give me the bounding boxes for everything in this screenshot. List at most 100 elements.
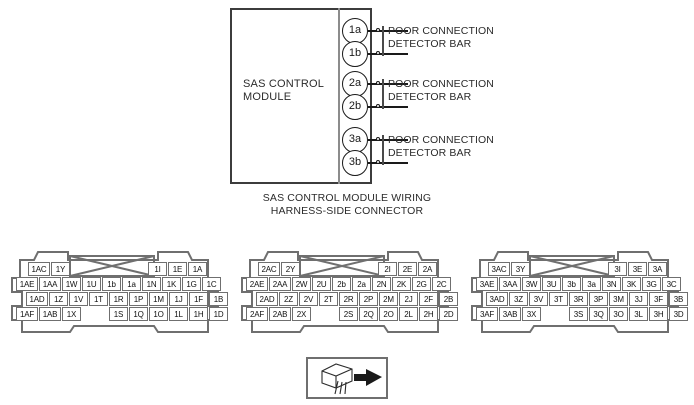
pin-cell[interactable]: 3D [669, 307, 688, 321]
pin-cell[interactable]: 3I [608, 262, 627, 276]
pin-cell[interactable]: 3AF [476, 307, 498, 321]
pin-cell[interactable]: 3R [569, 292, 588, 306]
pin-cell[interactable]: 1E [168, 262, 187, 276]
pin-cell[interactable]: 1Q [129, 307, 148, 321]
pin-cell[interactable]: 3Q [589, 307, 608, 321]
pin-cell[interactable]: 1H [189, 307, 208, 321]
pin-cell[interactable]: 3K [622, 277, 641, 291]
pin-cell[interactable]: 1S [109, 307, 128, 321]
pin-cell[interactable]: 3L [629, 307, 648, 321]
pin-cell[interactable]: 3Z [509, 292, 528, 306]
pin-cell[interactable]: 1B [209, 292, 228, 306]
pin-cell[interactable]: 1T [89, 292, 108, 306]
pin-cell[interactable]: 3a [582, 277, 601, 291]
pin-cell[interactable]: 3E [628, 262, 647, 276]
pin-cell[interactable]: 3V [529, 292, 548, 306]
pin-cell[interactable]: 1U [82, 277, 101, 291]
pin-cell[interactable]: 1C [202, 277, 221, 291]
pin-cell[interactable]: 2b [332, 277, 351, 291]
pin-cell[interactable]: 3H [649, 307, 668, 321]
pin-2b[interactable]: 2b [342, 94, 368, 120]
pin-cell[interactable]: 2I [378, 262, 397, 276]
pin-cell[interactable]: 1AD [26, 292, 48, 306]
pin-cell[interactable]: 1AB [39, 307, 61, 321]
pin-cell[interactable]: 1b [102, 277, 121, 291]
pin-cell[interactable]: 2P [359, 292, 378, 306]
pin-cell[interactable]: 1M [149, 292, 168, 306]
pin-cell[interactable]: 2F [419, 292, 438, 306]
pin-cell[interactable]: 2AB [269, 307, 291, 321]
pin-cell[interactable]: 1N [142, 277, 161, 291]
pin-cell[interactable]: 1W [62, 277, 81, 291]
pin-cell[interactable]: 2J [399, 292, 418, 306]
pin-cell[interactable]: 3F [649, 292, 668, 306]
pin-cell[interactable]: 2AA [269, 277, 291, 291]
pin-cell[interactable]: 2O [379, 307, 398, 321]
pin-cell[interactable]: 2A [418, 262, 437, 276]
pin-cell[interactable]: 3B [669, 292, 688, 306]
pin-cell[interactable]: 3X [522, 307, 541, 321]
pin-cell[interactable]: 3Y [511, 262, 530, 276]
pin-cell[interactable]: 2C [432, 277, 451, 291]
pin-cell[interactable]: 2Y [281, 262, 300, 276]
pin-cell[interactable]: 2S [339, 307, 358, 321]
pin-cell[interactable]: 2W [292, 277, 311, 291]
pin-cell[interactable]: 2T [319, 292, 338, 306]
pin-cell[interactable]: 1O [149, 307, 168, 321]
pin-cell[interactable]: 2AD [256, 292, 278, 306]
pin-cell[interactable]: 1AE [16, 277, 38, 291]
pin-cell[interactable]: 3T [549, 292, 568, 306]
pin-cell[interactable]: 2N [372, 277, 391, 291]
pin-cell[interactable]: 1X [62, 307, 81, 321]
pin-cell[interactable]: 2K [392, 277, 411, 291]
pin-1a[interactable]: 1a [342, 18, 368, 44]
pin-cell[interactable]: 1Y [51, 262, 70, 276]
pin-cell[interactable]: 2U [312, 277, 331, 291]
pin-cell[interactable]: 3AA [499, 277, 521, 291]
pin-cell[interactable]: 1J [169, 292, 188, 306]
pin-cell[interactable]: 1a [122, 277, 141, 291]
pin-cell[interactable]: 3G [642, 277, 661, 291]
pin-cell[interactable]: 3AB [499, 307, 521, 321]
pin-cell[interactable]: 2M [379, 292, 398, 306]
pin-cell[interactable]: 2B [439, 292, 458, 306]
pin-cell[interactable]: 3A [648, 262, 667, 276]
pin-3b[interactable]: 3b [342, 150, 368, 176]
pin-cell[interactable]: 1A [188, 262, 207, 276]
pin-cell[interactable]: 3W [522, 277, 541, 291]
pin-cell[interactable]: 2Q [359, 307, 378, 321]
pin-cell[interactable]: 1R [109, 292, 128, 306]
pin-cell[interactable]: 2AC [258, 262, 280, 276]
pin-cell[interactable]: 2a [352, 277, 371, 291]
pin-cell[interactable]: 3J [629, 292, 648, 306]
pin-cell[interactable]: 1AC [28, 262, 50, 276]
pin-cell[interactable]: 2AE [246, 277, 268, 291]
pin-cell[interactable]: 2G [412, 277, 431, 291]
pin-cell[interactable]: 1P [129, 292, 148, 306]
pin-cell[interactable]: 2H [419, 307, 438, 321]
pin-cell[interactable]: 1L [169, 307, 188, 321]
pin-2a[interactable]: 2a [342, 71, 368, 97]
pin-cell[interactable]: 3C [662, 277, 681, 291]
pin-cell[interactable]: 2X [292, 307, 311, 321]
pin-3a[interactable]: 3a [342, 127, 368, 153]
pin-cell[interactable]: 2E [398, 262, 417, 276]
pin-cell[interactable]: 1G [182, 277, 201, 291]
pin-cell[interactable]: 3M [609, 292, 628, 306]
pin-1b[interactable]: 1b [342, 41, 368, 67]
pin-cell[interactable]: 3U [542, 277, 561, 291]
pin-cell[interactable]: 1D [209, 307, 228, 321]
pin-cell[interactable]: 1K [162, 277, 181, 291]
pin-cell[interactable]: 3P [589, 292, 608, 306]
pin-cell[interactable]: 3O [609, 307, 628, 321]
pin-cell[interactable]: 2AF [246, 307, 268, 321]
pin-cell[interactable]: 2V [299, 292, 318, 306]
pin-cell[interactable]: 3AD [486, 292, 508, 306]
pin-cell[interactable]: 2R [339, 292, 358, 306]
pin-cell[interactable]: 3N [602, 277, 621, 291]
pin-cell[interactable]: 1AA [39, 277, 61, 291]
pin-cell[interactable]: 2D [439, 307, 458, 321]
